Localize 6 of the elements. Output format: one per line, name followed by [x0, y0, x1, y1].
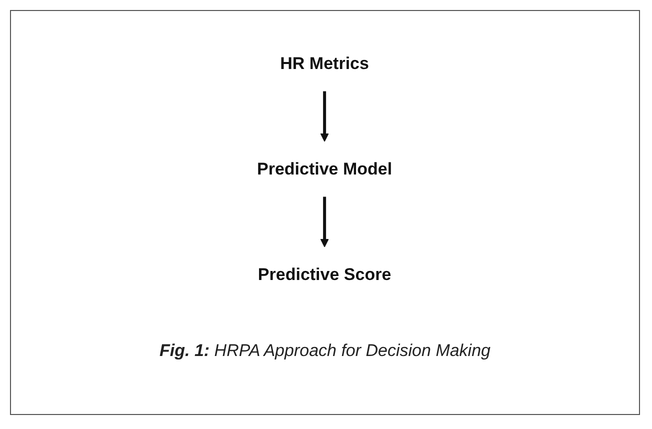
arrow — [320, 91, 330, 142]
node-text: HR Metrics — [280, 54, 370, 73]
figure-caption: Fig. 1: HRPA Approach for Decision Making — [160, 341, 490, 361]
node-text: Predictive Score — [258, 264, 392, 284]
arrow — [320, 196, 330, 248]
node-text: Predictive Model — [257, 159, 393, 178]
